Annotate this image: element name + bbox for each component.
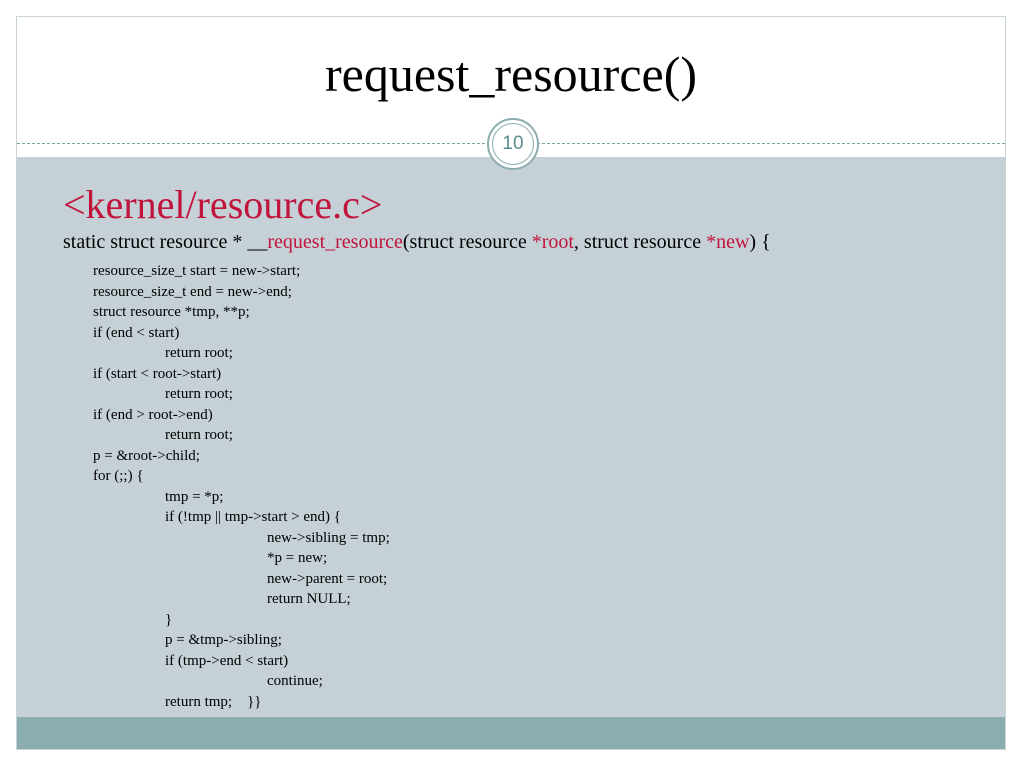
code-line: if (end > root->end): [93, 406, 213, 423]
function-name: request_resource: [267, 231, 403, 253]
page-number: 10: [502, 133, 524, 154]
signature-part-1: static struct resource * __: [63, 231, 268, 253]
param-new: *new: [706, 231, 750, 253]
content-area: [17, 157, 1005, 717]
code-line: for (;;) {: [93, 468, 144, 484]
signature-part-4: ) {: [749, 231, 771, 253]
slide: request_resource() 10 <kernel/resource.c…: [16, 16, 1006, 750]
code-line: resource_size_t end = new->end;: [93, 283, 292, 300]
signature-part-3: , struct resource: [573, 231, 707, 253]
code-block: resource_size_t start = new->start; reso…: [93, 261, 390, 712]
code-line: new->sibling = tmp;: [267, 529, 390, 546]
code-line: p = &root->child;: [93, 447, 200, 464]
code-line: p = &tmp->sibling;: [165, 632, 282, 648]
code-line: *p = new;: [267, 550, 328, 566]
file-heading: <kernel/resource.c>: [63, 182, 383, 227]
slide-title: request_resource(): [324, 46, 698, 102]
signature-part-2: (struct resource: [402, 231, 532, 253]
page-number-badge: 10: [487, 118, 539, 170]
code-line: if (end < start): [93, 324, 180, 341]
code-line: return root;: [165, 427, 233, 443]
code-line: if (start < root->start): [93, 365, 222, 382]
param-root: *root: [531, 231, 574, 253]
code-line: return tmp; }}: [165, 693, 262, 710]
code-line: return NULL;: [267, 591, 351, 607]
code-line: resource_size_t start = new->start;: [93, 263, 301, 279]
code-line: }: [165, 611, 173, 628]
code-line: tmp = *p;: [165, 488, 224, 505]
code-line: return root;: [165, 386, 233, 402]
code-line: if (tmp->end < start): [165, 652, 289, 669]
footer-bar: [17, 717, 1005, 749]
code-line: return root;: [165, 345, 233, 361]
code-line: new->parent = root;: [267, 570, 388, 587]
code-line: if (!tmp || tmp->start > end) {: [165, 509, 341, 525]
code-line: continue;: [267, 673, 323, 689]
code-line: struct resource *tmp, **p;: [93, 304, 250, 320]
function-signature: static struct resource * __request_resou…: [63, 231, 771, 254]
